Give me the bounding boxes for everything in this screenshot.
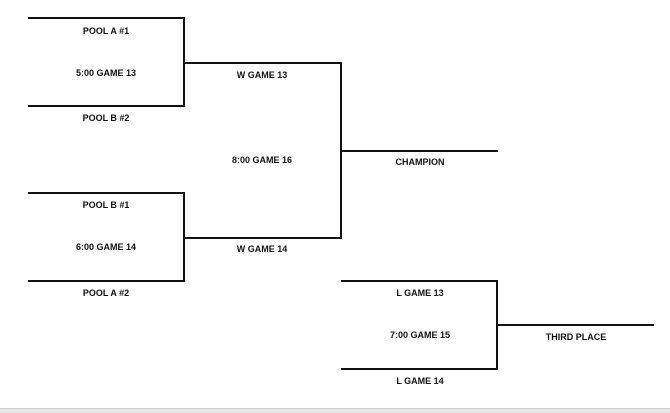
game-16-bottom-team: W GAME 14 [237, 244, 288, 254]
game-16-slot: 8:00 GAME 16 [232, 155, 292, 165]
game-14-slot: 6:00 GAME 14 [76, 242, 136, 252]
game-13-top-team: POOL A #1 [83, 26, 129, 36]
game-14-bracket: POOL B #1 6:00 GAME 14 POOL A #2 [28, 192, 185, 298]
champion-label: CHAMPION [396, 157, 445, 167]
game-15-top-team: L GAME 13 [396, 288, 443, 298]
game-15-bottom-team: L GAME 14 [396, 376, 443, 386]
game-15-bracket: L GAME 13 7:00 GAME 15 L GAME 14 THIRD P… [341, 280, 654, 386]
game-16-bracket: W GAME 13 8:00 GAME 16 W GAME 14 CHAMPIO… [184, 62, 498, 254]
game-16-top-team: W GAME 13 [237, 70, 288, 80]
game-13-bracket: POOL A #1 5:00 GAME 13 POOL B #2 [28, 17, 185, 123]
game-15-slot: 7:00 GAME 15 [390, 330, 450, 340]
page-bottom-edge [0, 408, 670, 413]
third-place-label: THIRD PLACE [546, 332, 607, 342]
game-13-bottom-team: POOL B #2 [83, 113, 130, 123]
game-13-slot: 5:00 GAME 13 [76, 68, 136, 78]
game-14-top-team: POOL B #1 [83, 200, 130, 210]
game-14-bottom-team: POOL A #2 [83, 288, 129, 298]
